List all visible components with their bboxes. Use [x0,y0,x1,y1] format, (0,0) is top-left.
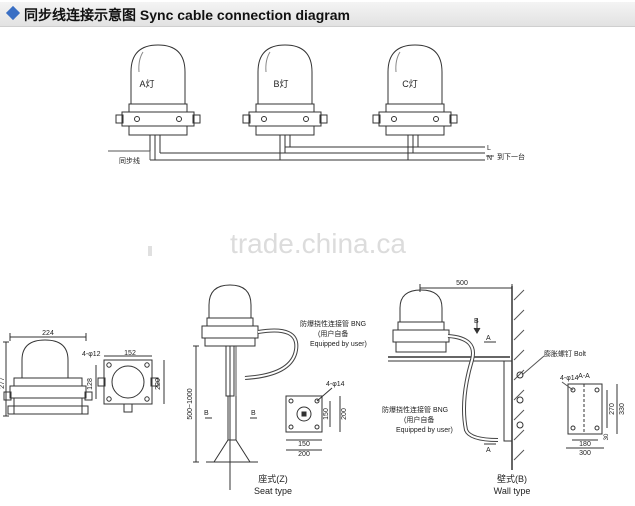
n-label: N [487,155,492,162]
base-holes-label: 4-φ12 [82,351,101,358]
wall-d270: 270 [609,403,616,415]
seat-type: B B 500~1000 防爆挠性连接管 BNG (用户自备 Equipped … [187,284,367,496]
lamp-b [242,44,328,160]
wall-user-en: Equipped by user) [396,427,453,434]
wall-dim-500: 500 [456,280,468,287]
wall-a-bottom: A [486,447,491,454]
lamp-c-label: C灯 [402,79,418,89]
wall-section-label: A-A [578,373,590,380]
wall-holes-label: 4-φ14 [560,375,579,382]
header-band [0,2,635,27]
wall-a-top: A [486,335,491,342]
wall-b-label: B [474,318,479,325]
wall-user-cn: (用户自备 [404,415,434,424]
seat-pipe-label: 防爆挠性连接管 BNG [300,319,366,328]
wall-caption-en: Wall type [494,486,531,496]
page-title: 同步线连接示意图 Sync cable connection diagram [24,7,350,23]
sync-line-label: 同步线 [119,156,140,165]
wall-d30: 30 [604,433,610,440]
wall-type: 500 B A A 膨胀螺钉 Bolt 防爆挠性连接管 BNG (用户自备 Eq… [382,280,626,496]
base-view: 152 4-φ12 128 220 [82,350,165,413]
watermark: trade.china.ca [230,228,406,259]
header-bar: 同步线连接示意图 Sync cable connection diagram [0,0,635,28]
l-label: L [487,145,491,152]
base-width-label: 152 [124,350,136,357]
base-h2-label: 220 [155,378,162,390]
seat-d200h: 200 [298,451,310,458]
seat-b-right: B [251,410,256,417]
lamp-c [372,44,458,160]
front-width-label: 224 [42,330,54,337]
wall-bolt-label: 膨胀螺钉 Bolt [544,349,586,358]
seat-user-cn: (用户自备 [318,329,348,338]
next-unit-label: 到下一台 [497,152,525,161]
seat-d200v: 200 [341,408,348,420]
wall-pipe-label: 防爆挠性连接管 BNG [382,405,448,414]
wall-d180: 180 [579,441,591,448]
seat-b-left: B [204,410,209,417]
sync-diagram: A灯 B灯 C灯 同步线 L N 到下一台 [108,44,525,165]
seat-user-en: Equipped by user) [310,341,367,348]
wall-d300: 300 [579,450,591,457]
lamp-a [115,44,201,160]
base-h1-label: 128 [87,378,94,390]
wall-d330: 330 [619,403,626,415]
front-view: 224 277 [0,330,93,417]
front-height-label: 277 [0,377,6,389]
wall-caption-cn: 壁式(B) [497,473,527,484]
seat-plate-holes: 4-φ14 [326,381,345,388]
seat-d150v: 150 [323,408,330,420]
lamp-b-label: B灯 [273,79,288,89]
seat-caption-en: Seat type [254,486,292,496]
seat-d150h: 150 [298,441,310,448]
seat-height-label: 500~1000 [187,388,194,419]
seat-caption-cn: 座式(Z) [258,473,288,484]
lamp-a-label: A灯 [139,79,154,89]
